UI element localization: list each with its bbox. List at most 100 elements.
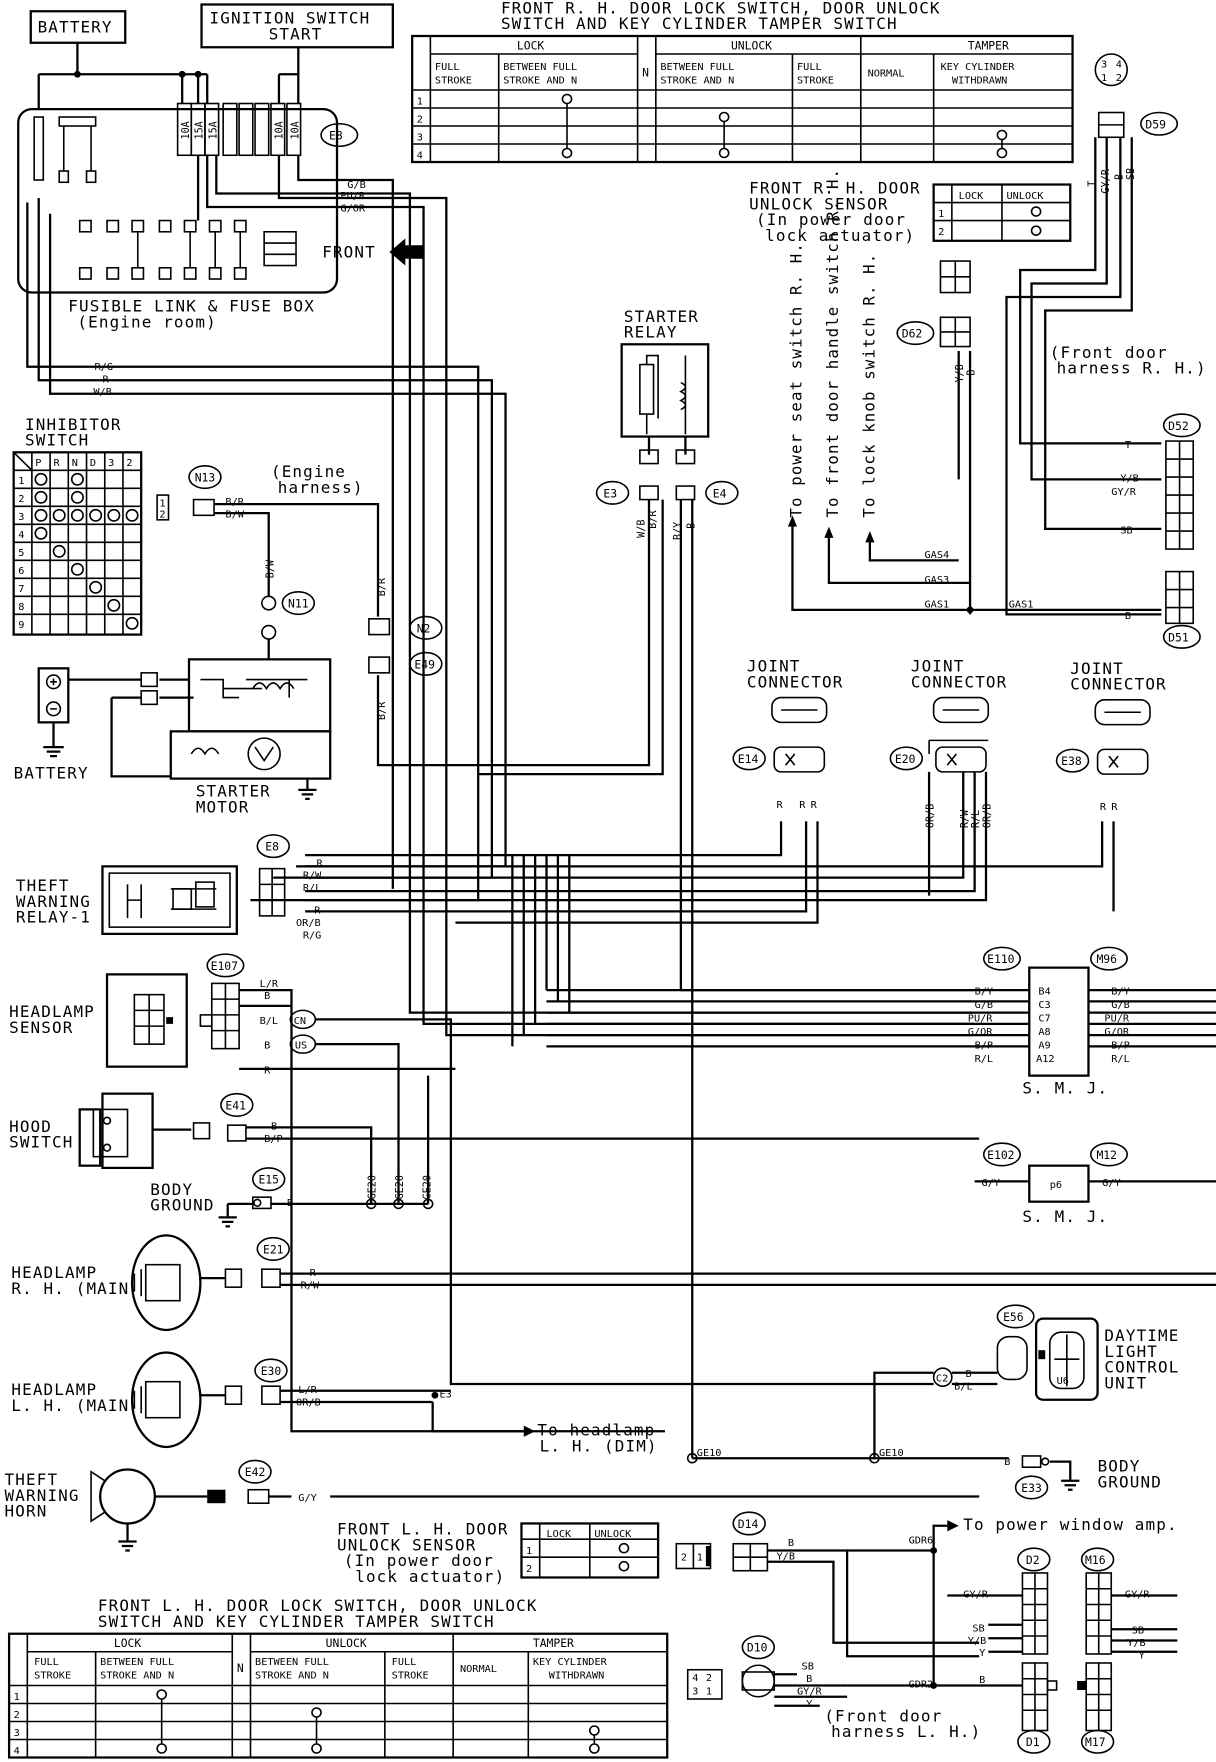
svg-text:STROKE AND N: STROKE AND N — [100, 1671, 174, 1682]
svg-text:p6: p6 — [1050, 1180, 1062, 1191]
svg-text:R/W: R/W — [960, 809, 971, 828]
svg-text:R: R — [1111, 802, 1118, 813]
svg-text:GROUND: GROUND — [150, 1196, 214, 1215]
svg-text:MOTOR: MOTOR — [196, 797, 250, 816]
svg-text:FRONT R. H. DOOR LOCK SWITCH,: FRONT R. H. DOOR LOCK SWITCH, DOOR UNLOC… — [501, 0, 941, 17]
svg-text:FULL: FULL — [34, 1657, 59, 1668]
svg-text:E14: E14 — [738, 753, 759, 766]
svg-text:THEFT: THEFT — [5, 1470, 59, 1489]
svg-text:Y/B: Y/B — [955, 364, 966, 382]
svg-text:B: B — [806, 1674, 812, 1685]
svg-text:Y: Y — [1139, 1651, 1145, 1662]
svg-text:To power window amp.: To power window amp. — [963, 1515, 1177, 1534]
svg-text:FULL: FULL — [797, 62, 822, 73]
svg-text:LOCK: LOCK — [517, 40, 545, 53]
svg-text:4: 4 — [14, 1746, 20, 1757]
svg-text:WARNING: WARNING — [5, 1486, 80, 1505]
svg-text:R/L: R/L — [1111, 1054, 1129, 1065]
smj-e110-m96: E110 M96 B4 C3 C7 A8 A9 A12 B/Y G/B PU/R… — [546, 946, 1216, 1098]
svg-text:Y/B: Y/B — [1127, 1638, 1145, 1649]
svg-text:B: B — [264, 991, 270, 1002]
theft-warning-relay: THEFT WARNING RELAY-1 E8 R R/W R/L R OR/… — [16, 834, 324, 941]
svg-text:FRONT L. H. DOOR: FRONT L. H. DOOR — [337, 1520, 509, 1539]
svg-text:T: T — [1087, 181, 1098, 187]
svg-text:B/Y: B/Y — [1111, 987, 1129, 998]
svg-text:5: 5 — [18, 548, 24, 559]
svg-text:LOCK: LOCK — [959, 191, 985, 202]
svg-text:FRONT L. H. DOOR LOCK SWITCH,: FRONT L. H. DOOR LOCK SWITCH, DOOR UNLOC… — [98, 1596, 538, 1615]
svg-text:CONNECTOR: CONNECTOR — [911, 673, 1008, 692]
svg-text:C7: C7 — [1038, 1014, 1050, 1025]
svg-text:Y: Y — [806, 1699, 812, 1710]
svg-text:B/R: B/R — [377, 577, 388, 596]
svg-text:JOINT: JOINT — [747, 657, 801, 676]
svg-text:2: 2 — [706, 1673, 712, 1684]
svg-text:E49: E49 — [414, 658, 435, 671]
svg-text:E110: E110 — [987, 953, 1015, 966]
battery-bottom: BATTERY — [14, 667, 194, 783]
svg-text:GE20: GE20 — [368, 1175, 379, 1199]
svg-text:INHIBITOR: INHIBITOR — [25, 415, 122, 434]
svg-text:STROKE: STROKE — [435, 75, 472, 86]
svg-text:STARTER: STARTER — [196, 782, 271, 801]
svg-text:STROKE: STROKE — [392, 1671, 429, 1682]
svg-text:R/G: R/G — [95, 362, 113, 373]
starter-motor: STARTER MOTOR — [110, 658, 332, 816]
svg-text:OR/B: OR/B — [926, 804, 937, 828]
svg-text:IGNITION SWITCH: IGNITION SWITCH — [209, 9, 370, 28]
svg-text:E42: E42 — [245, 1466, 266, 1479]
svg-text:N13: N13 — [195, 472, 216, 485]
svg-text:B/Y: B/Y — [673, 522, 684, 540]
svg-text:M17: M17 — [1085, 1736, 1106, 1749]
rh-door-switch-table: FRONT R. H. DOOR LOCK SWITCH, DOOR UNLOC… — [411, 0, 1074, 164]
svg-text:N11: N11 — [288, 598, 309, 611]
svg-text:B: B — [967, 370, 978, 376]
svg-text:UNLOCK: UNLOCK — [731, 40, 772, 53]
svg-text:1: 1 — [697, 1553, 703, 1564]
svg-text:GY/R: GY/R — [1111, 487, 1137, 498]
svg-text:D2: D2 — [1026, 1554, 1040, 1567]
svg-text:D62: D62 — [902, 328, 923, 341]
svg-text:GAS1: GAS1 — [1009, 600, 1034, 611]
svg-text:THEFT: THEFT — [16, 876, 70, 895]
svg-text:B: B — [264, 1041, 270, 1052]
svg-text:B: B — [1125, 611, 1131, 622]
svg-text:B: B — [788, 1538, 794, 1549]
svg-text:PU/R: PU/R — [340, 191, 366, 202]
svg-text:To power seat switch R. H.: To power seat switch R. H. — [786, 242, 805, 518]
front-door-harness-rh: (Front door harness R. H.) — [1050, 343, 1207, 378]
svg-text:SENSOR: SENSOR — [9, 1018, 73, 1037]
svg-text:R: R — [777, 800, 784, 811]
svg-text:BODY: BODY — [1098, 1457, 1141, 1476]
svg-text:D52: D52 — [1168, 420, 1189, 433]
svg-text:G/B: G/B — [347, 180, 365, 191]
svg-text:D1: D1 — [1026, 1736, 1040, 1749]
main-harness-verticals — [511, 855, 571, 1047]
svg-text:B/R: B/R — [225, 497, 244, 508]
svg-text:(Front door: (Front door — [824, 1707, 942, 1726]
svg-text:To front door handle switch R.: To front door handle switch R. H. — [823, 168, 842, 518]
svg-text:2: 2 — [417, 115, 423, 126]
svg-text:G/OR: G/OR — [1104, 1027, 1130, 1038]
svg-text:B/W: B/W — [225, 510, 244, 521]
svg-text:STROKE AND N: STROKE AND N — [660, 75, 734, 86]
svg-text:harness R. H.): harness R. H.) — [1057, 359, 1207, 378]
svg-text:DAYTIME: DAYTIME — [1104, 1326, 1179, 1345]
svg-text:BETWEEN FULL: BETWEEN FULL — [100, 1657, 174, 1668]
svg-text:E15: E15 — [258, 1174, 279, 1187]
svg-text:GAS3: GAS3 — [925, 575, 950, 586]
svg-text:1: 1 — [18, 476, 24, 487]
svg-text:UNLOCK SENSOR: UNLOCK SENSOR — [337, 1536, 476, 1555]
svg-text:4: 4 — [692, 1673, 698, 1684]
svg-text:START: START — [269, 24, 323, 43]
svg-text:BATTERY: BATTERY — [38, 18, 113, 37]
svg-text:4: 4 — [1116, 60, 1122, 71]
connector-d14: D14 B Y/B — [732, 1511, 980, 1658]
svg-text:BETWEEN FULL: BETWEEN FULL — [503, 62, 577, 73]
svg-text:(In power door: (In power door — [344, 1551, 494, 1570]
svg-text:SWITCH: SWITCH — [9, 1133, 73, 1152]
svg-text:GDR2: GDR2 — [909, 1680, 934, 1691]
svg-text:N: N — [642, 67, 649, 80]
svg-text:D10: D10 — [747, 1642, 768, 1655]
